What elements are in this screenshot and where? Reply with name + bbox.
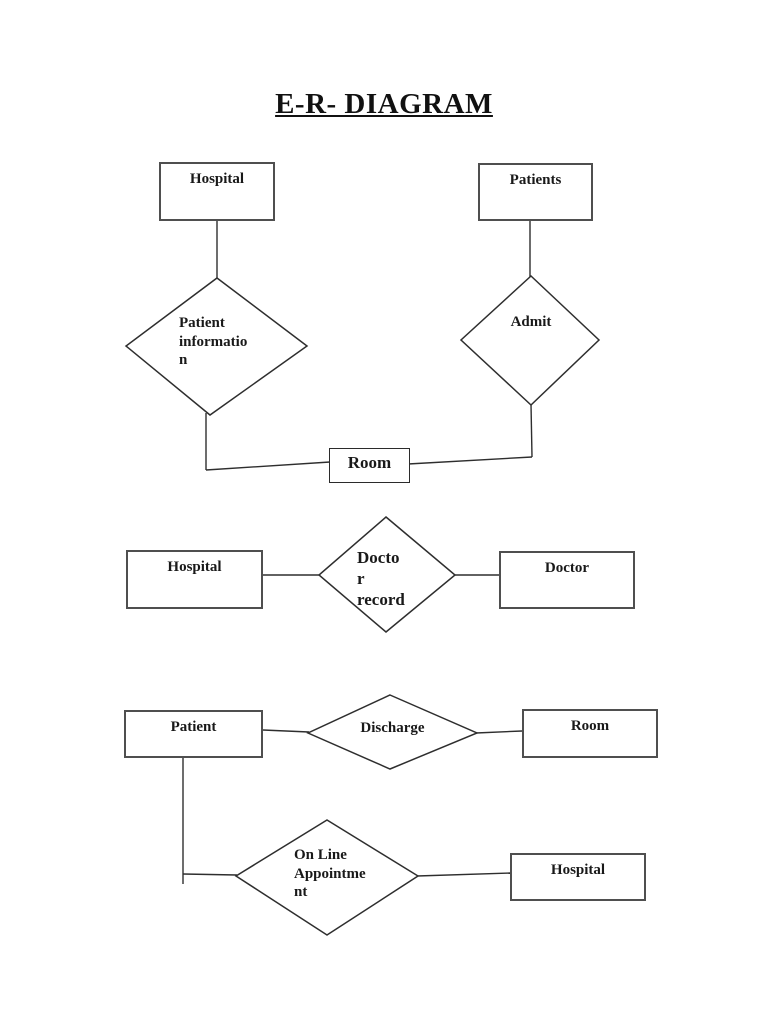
- entity-hospital-doctor-section: Hospital: [126, 550, 263, 609]
- diamond-doctor-record: [317, 516, 457, 633]
- entity-patients: Patients: [478, 163, 593, 221]
- diamond-online-appointment: [234, 819, 420, 936]
- connector-admit-drop: [530, 403, 533, 458]
- page-title: E-R- DIAGRAM: [275, 88, 493, 120]
- entity-hospital-appointment: Hospital: [510, 853, 646, 901]
- entity-room-admission-label: Room: [347, 453, 392, 472]
- connector-onlineappointment-hospital3: [416, 872, 511, 877]
- entity-hospital-doctor-section-label: Hospital: [167, 559, 222, 575]
- entity-hospital-appointment-label: Hospital: [550, 862, 606, 878]
- connector-patient-onlineappointment: [182, 873, 238, 876]
- entity-patient: Patient: [124, 710, 263, 758]
- connector-patient-discharge: [262, 729, 310, 733]
- relationship-patient-information-label: Patient informatio n: [179, 315, 248, 368]
- connector-admit-room: [407, 456, 533, 465]
- relationship-admit-label: Admit: [510, 314, 552, 330]
- relationship-doctor-record-label: Docto r record: [357, 548, 405, 609]
- connector-discharge-room2: [475, 730, 523, 734]
- relationship-online-appointment-label: On Line Appointme nt: [294, 847, 366, 900]
- entity-doctor-label: Doctor: [544, 560, 590, 576]
- entity-hospital-admission-label: Hospital: [189, 171, 245, 187]
- diamond-discharge: [306, 694, 479, 770]
- connector-patientinformation-room: [205, 461, 331, 471]
- entity-patient-label: Patient: [170, 719, 217, 735]
- relationship-discharge-label: Discharge: [360, 720, 425, 736]
- entity-patients-label: Patients: [509, 172, 562, 188]
- diamond-admit: [459, 274, 601, 407]
- entity-doctor: Doctor: [499, 551, 635, 609]
- entity-room-discharge: Room: [522, 709, 658, 758]
- entity-room-discharge-label: Room: [570, 718, 610, 734]
- entity-hospital-admission: Hospital: [159, 162, 275, 221]
- diamond-patient-information: [124, 277, 309, 416]
- entity-room-admission: Room: [329, 448, 410, 483]
